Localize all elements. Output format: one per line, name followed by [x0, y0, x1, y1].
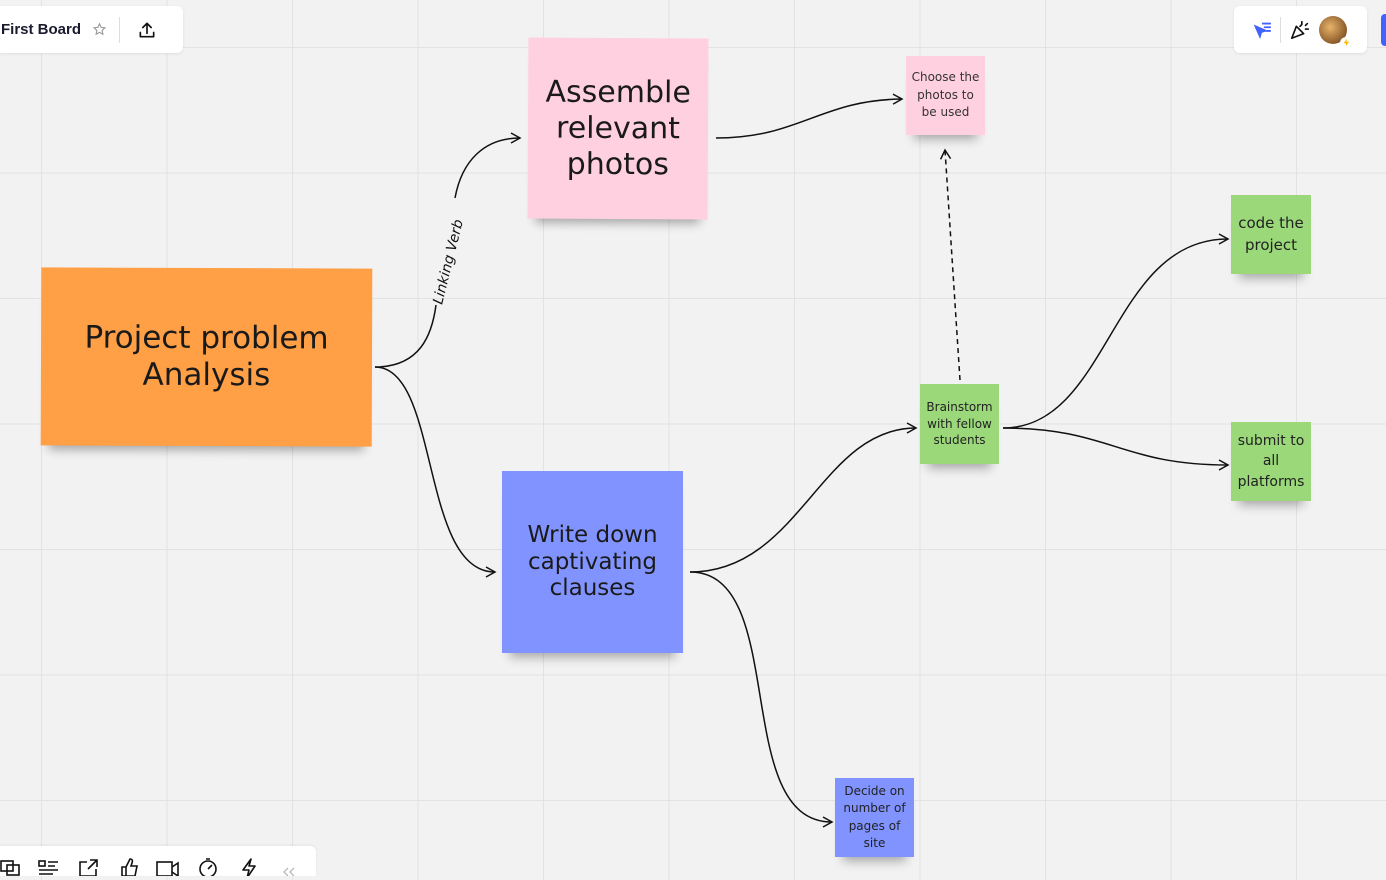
share-out-icon[interactable]: [78, 858, 100, 877]
video-icon[interactable]: [156, 858, 179, 878]
sticky-brainstorm[interactable]: Brainstorm with fellow students: [920, 384, 999, 464]
connector-project-to-write[interactable]: [374, 366, 497, 578]
sticky-text: Assemble relevant photos: [545, 74, 691, 182]
sticky-text: Project problem Analysis: [84, 319, 329, 394]
sticky-choose-photos[interactable]: Choose the photos to be used: [906, 56, 985, 135]
upload-icon[interactable]: [136, 19, 158, 41]
sticky-text: Brainstorm with fellow students: [926, 399, 993, 448]
timer-icon[interactable]: [197, 858, 219, 878]
sticky-submit-platforms[interactable]: submit to all platforms: [1231, 422, 1311, 501]
sticky-project-problem-analysis[interactable]: Project problem Analysis: [40, 267, 373, 447]
lightning-badge-icon: [1340, 36, 1352, 49]
connector-brainstorm-to-choose[interactable]: [939, 148, 961, 381]
sticky-text: Write down captivating clauses: [527, 522, 658, 602]
avatar[interactable]: [1319, 15, 1352, 49]
list-icon[interactable]: [38, 858, 60, 876]
connector-brainstorm-to-code[interactable]: [1002, 233, 1230, 429]
connector-write-to-brainstorm[interactable]: [689, 422, 918, 573]
sticky-text: code the project: [1238, 213, 1304, 254]
party-popper-icon[interactable]: [1287, 17, 1313, 43]
sticky-text: submit to all platforms: [1237, 433, 1305, 490]
sticky-text: Decide on number of pages of site: [843, 783, 906, 850]
sticky-code-project[interactable]: code the project: [1231, 195, 1311, 274]
sticky-assemble-photos[interactable]: Assemble relevant photos: [527, 37, 709, 220]
star-icon[interactable]: [91, 22, 107, 38]
connector-assemble-to-choose[interactable]: [715, 93, 904, 139]
connector-brainstorm-to-submit[interactable]: [1002, 427, 1230, 471]
board-header: First Board: [0, 6, 183, 53]
sticky-text: Choose the photos to be used: [911, 70, 980, 120]
bottom-toolbar: [0, 846, 316, 879]
connector-write-to-decide[interactable]: [689, 571, 834, 828]
cursor-filter-icon[interactable]: [1248, 17, 1274, 43]
like-icon[interactable]: [118, 858, 140, 877]
connector-project-to-assemble[interactable]: [374, 138, 520, 368]
share-button-edge[interactable]: [1381, 14, 1386, 46]
collapse-icon[interactable]: [280, 858, 302, 877]
board-title[interactable]: First Board: [1, 21, 82, 38]
lightning-icon[interactable]: [238, 858, 260, 879]
sticky-decide-pages[interactable]: Decide on number of pages of site: [835, 778, 914, 857]
sticky-write-clauses[interactable]: Write down captivating clauses: [502, 471, 683, 653]
connector-label-linking-verb[interactable]: Linking Verb: [430, 218, 467, 306]
toolbar-divider: [1280, 16, 1281, 43]
top-right-toolbar: [1234, 6, 1367, 53]
frames-icon[interactable]: [0, 858, 22, 876]
header-divider: [119, 16, 121, 43]
